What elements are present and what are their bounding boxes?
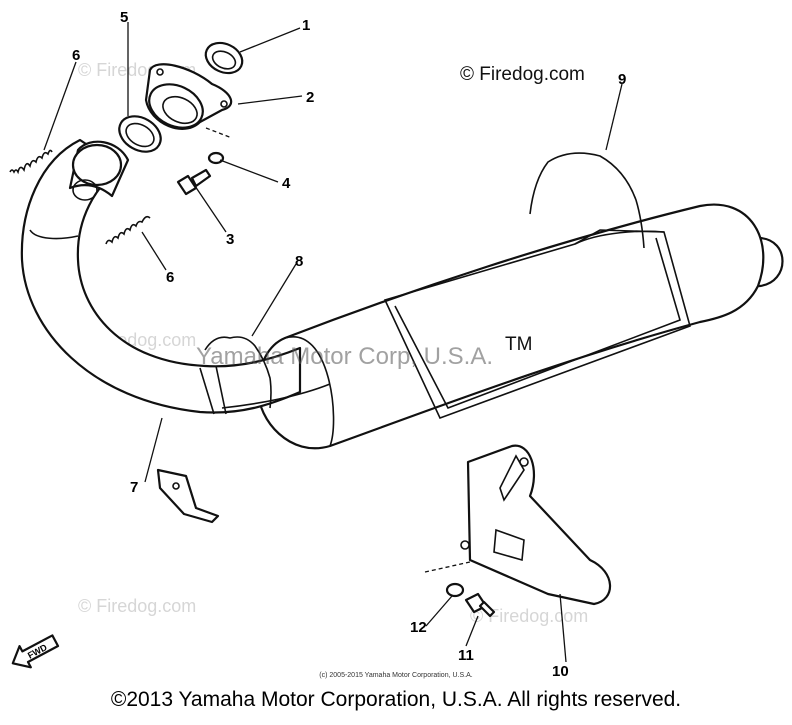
spring-part-6-upper <box>9 149 53 175</box>
forward-arrow-icon: FWD <box>11 634 60 669</box>
exhaust-pipe <box>20 138 331 415</box>
watermark-firedog-top-right: © Firedog.com <box>460 64 585 85</box>
callout-9: 9 <box>618 71 626 88</box>
washer-part-4 <box>207 151 225 165</box>
spring-part-8 <box>204 336 272 409</box>
callout-4: 4 <box>282 175 291 192</box>
callout-2: 2 <box>306 89 314 106</box>
callout-11: 11 <box>458 647 474 664</box>
bolt-part-3 <box>176 168 212 196</box>
callout-5: 5 <box>120 9 128 26</box>
callout-1: 1 <box>302 17 310 34</box>
flange-part-2 <box>144 63 233 130</box>
watermark-tm: TM <box>505 334 532 355</box>
pipe-bracket <box>156 468 220 524</box>
footer-copyright: ©2013 Yamaha Motor Corporation, U.S.A. A… <box>110 688 682 711</box>
callout-3: 3 <box>226 231 234 248</box>
callout-12: 12 <box>410 619 427 636</box>
callout-6-upper: 6 <box>72 47 80 64</box>
washer-part-12 <box>445 582 465 598</box>
callout-8: 8 <box>295 253 303 270</box>
callout-7: 7 <box>130 479 138 496</box>
watermark-firedog-bottom-right: © Firedog.com <box>470 606 588 626</box>
muffler: TM <box>256 203 784 450</box>
callout-10: 10 <box>552 663 569 680</box>
small-copyright: (c) 2005-2015 Yamaha Motor Corporation, … <box>319 672 473 679</box>
muffler-stay <box>424 444 612 606</box>
bolt-part-11 <box>464 592 496 618</box>
spring-part-6-lower <box>105 215 151 245</box>
watermark-firedog-bottom-left: © Firedog.com <box>78 596 196 616</box>
gasket-part-5 <box>118 115 162 153</box>
spring-part-9 <box>529 152 645 249</box>
gasket-part-1 <box>204 41 244 75</box>
callout-6-lower: 6 <box>166 269 174 286</box>
watermark-yamaha: Yamaha Motor Corp, U.S.A. <box>196 343 493 370</box>
